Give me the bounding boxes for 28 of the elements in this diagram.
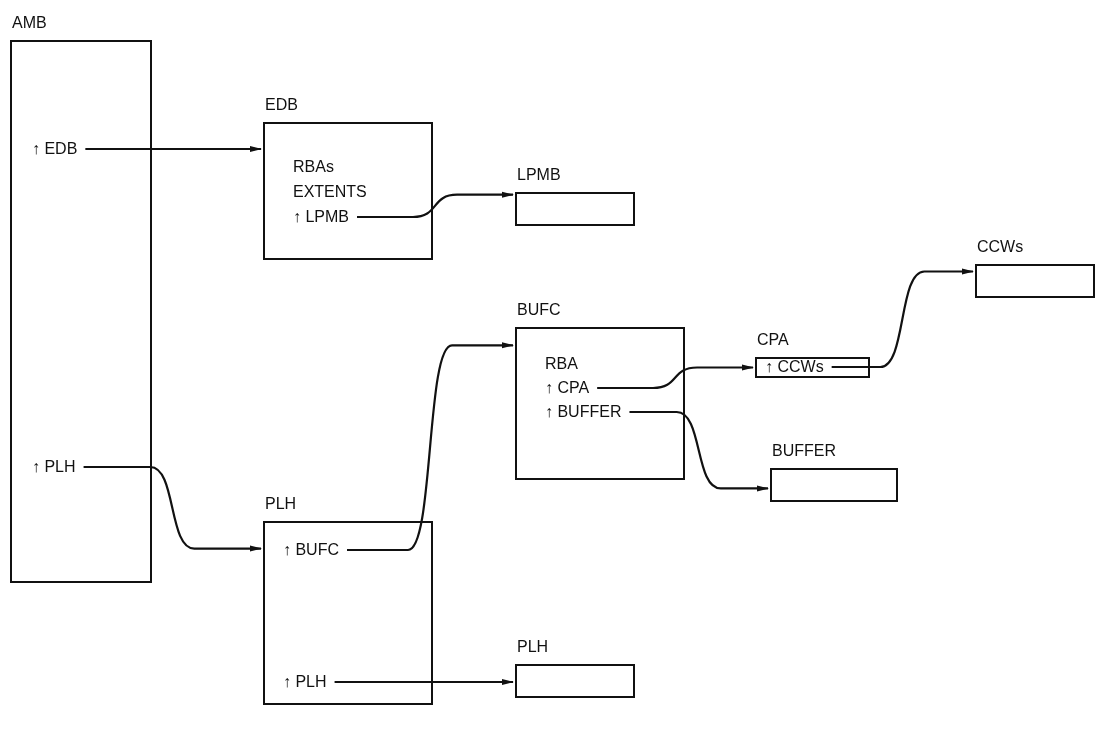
box-heading: EDB [264,95,298,115]
box-heading: CPA [756,330,789,350]
arrow [85,146,262,152]
box-heading: LPMB [516,165,561,185]
box-heading: BUFC [516,300,561,320]
arrow [347,342,514,552]
pointer-field: ↑ PLH [283,672,327,692]
pointer-field: ↑ BUFC [283,540,339,560]
pointer-field: ↑ BUFFER [545,402,622,422]
arrow [83,465,262,552]
field-label: RBAs [293,157,334,177]
arrow [357,191,514,219]
box-heading: BUFFER [771,441,836,461]
pointer-field: ↑ CCWs [765,357,824,377]
pointer-field: ↑ EDB [32,139,78,159]
arrow [629,410,769,492]
pointer-field: ↑ CPA [545,378,590,398]
arrow [831,268,974,369]
box-heading: PLH [516,637,549,657]
arrow [597,364,754,390]
field-label: EXTENTS [293,182,367,202]
box-heading: PLH [264,494,297,514]
box-heading: CCWs [976,237,1024,257]
arrow [334,679,514,685]
pointer-field: ↑ LPMB [293,207,349,227]
field-label: RBA [545,354,578,374]
box-heading: AMB [11,13,47,33]
pointer-field: ↑ PLH [32,457,76,477]
